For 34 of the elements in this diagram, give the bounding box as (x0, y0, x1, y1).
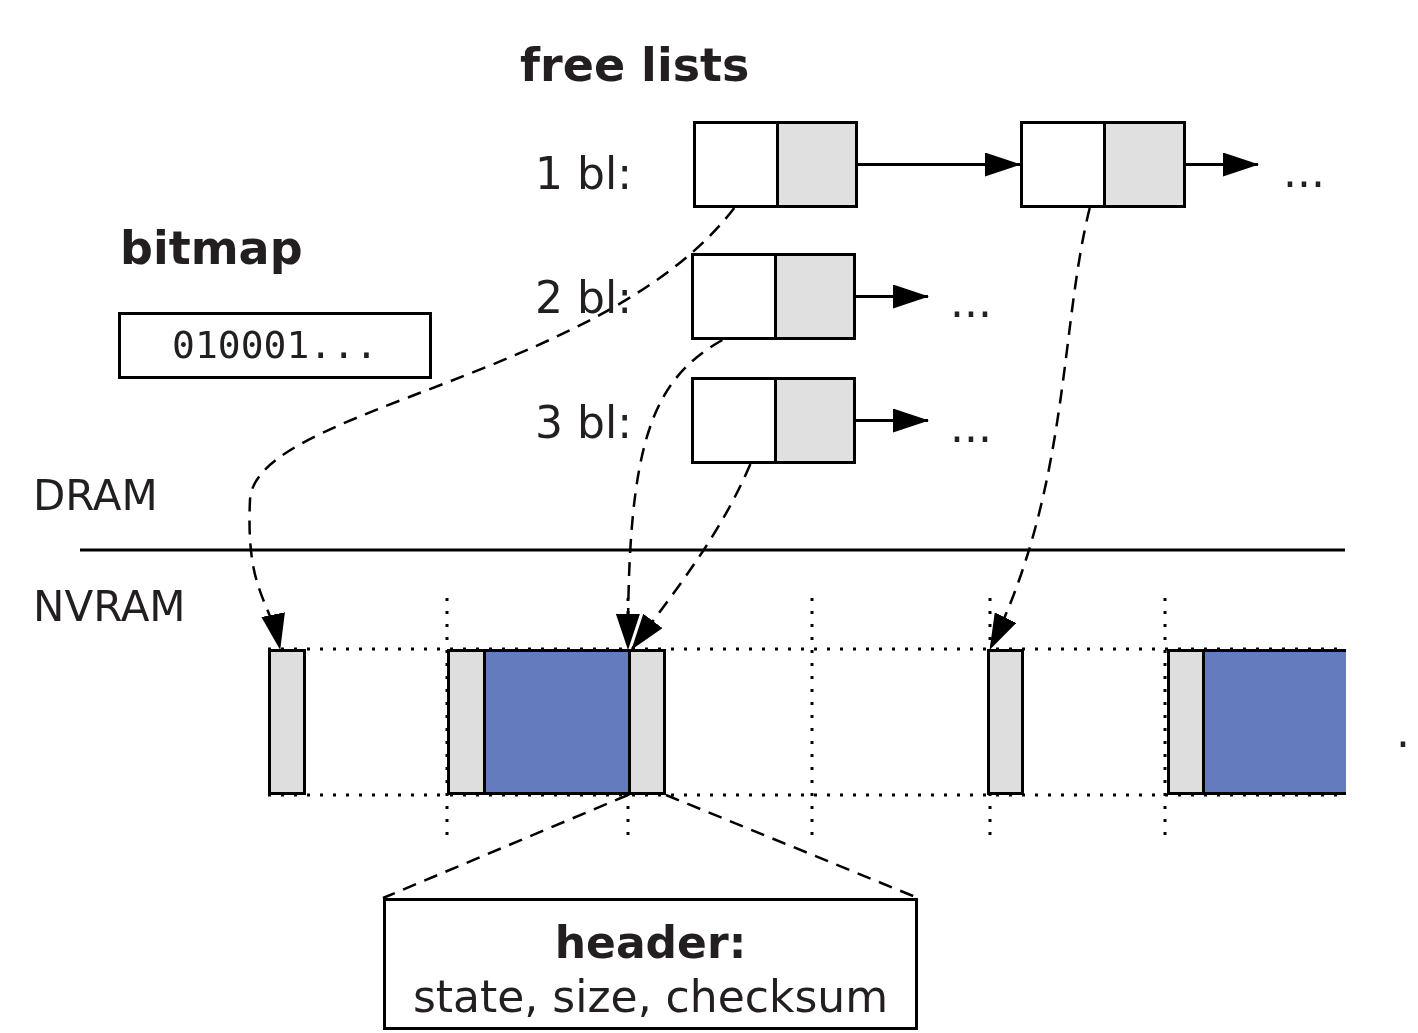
row-label: 1 bl: (535, 152, 632, 196)
memory-label: DRAM (33, 475, 158, 517)
arrow (858, 152, 1021, 177)
row-label: 2 bl: (535, 276, 632, 320)
data-block (486, 649, 628, 795)
header-block (987, 649, 1024, 795)
callout-box (383, 898, 918, 1030)
free-list-node-box (1020, 121, 1186, 208)
bitmap-field: 010001... (118, 312, 432, 379)
leader-line (382, 793, 629, 900)
free-list-node-box (691, 253, 856, 340)
header-block (1167, 649, 1205, 795)
header-block (447, 649, 486, 795)
arrow (856, 408, 929, 433)
arrow (856, 284, 929, 309)
free-list-node-box (693, 121, 858, 208)
dashed-arrow (631, 463, 752, 650)
dashed-arrow (616, 338, 723, 650)
callout-heading: header: (553, 919, 748, 968)
ellipsis: ... (950, 405, 992, 449)
callout-text: state, size, checksum (411, 973, 890, 1022)
free-list-node-box (691, 377, 856, 464)
data-block (1205, 649, 1346, 795)
header-block (628, 649, 666, 795)
free-lists-heading: free lists (520, 42, 750, 88)
dashed-arrow (988, 207, 1091, 650)
ellipsis: . (1396, 710, 1410, 754)
row-label: 3 bl: (535, 401, 632, 445)
dashed-arrow (248, 207, 736, 650)
memory-label: NVRAM (33, 586, 186, 628)
header-block (268, 649, 306, 795)
ellipsis: ... (950, 280, 992, 324)
ellipsis: ... (1283, 150, 1325, 194)
arrow (1186, 152, 1259, 177)
